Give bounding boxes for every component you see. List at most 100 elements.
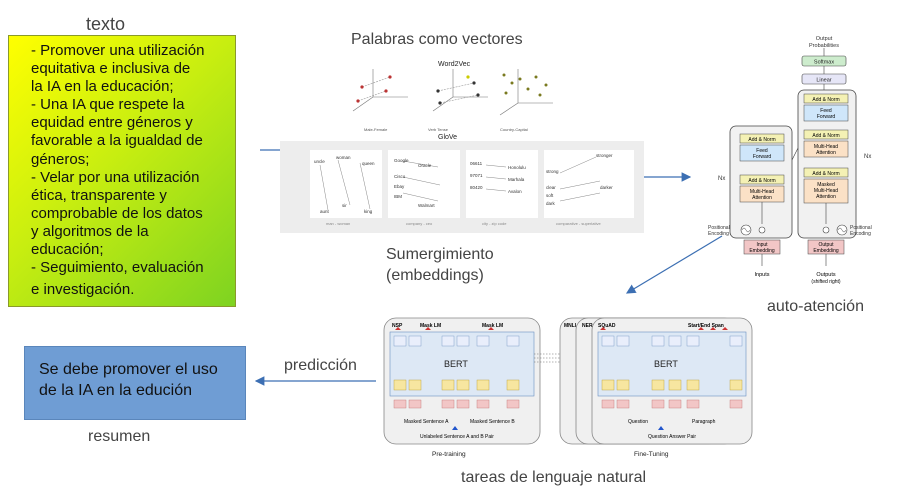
finetune-input-tokens bbox=[601, 379, 743, 391]
question-answer-pair-label: Question Answer Pair bbox=[648, 434, 696, 440]
input-line: equitativa e inclusiva de bbox=[31, 60, 191, 78]
word2vec-title: Word2Vec bbox=[438, 61, 471, 68]
multi-head-label: Multi-Head bbox=[814, 144, 838, 150]
summary-line: de la IA en la edución bbox=[39, 382, 193, 399]
glove-panel-company-ceo: Google Cisco Ebay IBM Oracle Walmart com… bbox=[388, 150, 460, 226]
output-add-icon bbox=[822, 226, 830, 234]
unlabeled-pair-label: Unlabeled Sentence A and B Pair bbox=[420, 434, 494, 440]
bert-figure: NSP Mask LM Mask LM BERT Masked Sentence… bbox=[383, 317, 753, 458]
glove-word: Avalon bbox=[508, 189, 522, 194]
finetune-word-tokens bbox=[601, 399, 743, 409]
finetune-tab: SQuAD bbox=[598, 323, 616, 329]
glove-word: Honolulu bbox=[508, 165, 526, 170]
glove-word: stronger bbox=[596, 153, 613, 158]
softmax-label: Softmax bbox=[814, 60, 834, 66]
paragraph-label: Paragraph bbox=[692, 419, 716, 425]
glove-word: king bbox=[364, 209, 373, 214]
input-line: y algoritmos de la bbox=[31, 222, 149, 240]
feed-forward-label: Forward bbox=[817, 114, 836, 120]
positional-encoding-label: Positional bbox=[708, 225, 730, 231]
masked-sentence-a: Masked Sentence A bbox=[404, 419, 449, 425]
glove-word: Oracle bbox=[418, 163, 432, 168]
glove-word: strong bbox=[546, 169, 559, 174]
word2vec-plot-verb-tense bbox=[432, 69, 488, 112]
glove-word: 06611 bbox=[470, 161, 483, 166]
decoder-masked-attention-block bbox=[803, 178, 849, 204]
encoder-feed-forward-block bbox=[739, 144, 785, 162]
glove-title: GloVe bbox=[438, 134, 457, 141]
glove-word: Ebay bbox=[394, 184, 405, 189]
summary-box: Se debe promover el uso de la IA en la e… bbox=[24, 346, 246, 420]
input-line: géneros; bbox=[31, 150, 90, 168]
embedding-label: Sumergimiento (embeddings) bbox=[386, 244, 494, 286]
input-line: comprobable de los datos bbox=[31, 204, 203, 222]
bert-model-name: BERT bbox=[444, 359, 468, 369]
word2vec-points-2 bbox=[436, 75, 480, 105]
finetune-bert-model-name: BERT bbox=[654, 359, 678, 369]
decoder-add-norm-block bbox=[803, 93, 849, 104]
embedding-label-line: Sumergimiento bbox=[386, 246, 494, 263]
input-add-icon bbox=[758, 226, 766, 234]
glove-panel-city-zip: 06611 Honolulu 97071 Marhala Avalon 8042… bbox=[466, 150, 538, 226]
glove-caption: company - ceo bbox=[406, 221, 433, 226]
tasks-label: tareas de lenguaje natural bbox=[461, 469, 647, 486]
masked-attention-label: Attention bbox=[816, 194, 836, 200]
positional-encoding-label: Encoding bbox=[708, 231, 729, 237]
mask-lm-label: Mask LM bbox=[420, 323, 441, 329]
multi-head-label: Attention bbox=[816, 150, 836, 156]
feed-forward-label: Feed bbox=[756, 148, 768, 154]
pretrain-input-arrow-icon bbox=[452, 426, 458, 430]
summary-line: Se debe promover el uso bbox=[39, 361, 218, 378]
attention-label: auto-atención bbox=[767, 298, 864, 315]
word2vec-plot-country-capital bbox=[499, 69, 553, 116]
glove-word: soft bbox=[546, 193, 554, 198]
glove-word: woman bbox=[336, 155, 351, 160]
glove-word: Google bbox=[394, 158, 409, 163]
outputs-label: Outputs bbox=[816, 272, 836, 278]
transformer-figure: Output Probabilities Softmax Linear Nx A… bbox=[708, 36, 872, 285]
decoder-nx-label: Nx bbox=[864, 154, 871, 160]
pretraining-caption: Pre-training bbox=[432, 451, 466, 458]
output-embedding-label: Output bbox=[818, 242, 834, 248]
positional-encoding-label: Encoding bbox=[850, 231, 871, 237]
decoder-feed-forward-block bbox=[803, 104, 849, 122]
positional-encoding-label: Positional bbox=[850, 225, 872, 231]
glove-word: Marhala bbox=[508, 177, 525, 182]
input-text-box: - Promover una utilización equitativa e … bbox=[8, 35, 236, 307]
output-embedding-label: Embedding bbox=[813, 248, 839, 254]
masked-attention-label: Masked bbox=[817, 182, 835, 188]
glove-word: clear bbox=[546, 185, 556, 190]
input-line: equidad entre géneros y bbox=[31, 114, 193, 132]
finetune-input-arrow-icon bbox=[658, 426, 664, 430]
output-probabilities-label: Probabilities bbox=[809, 43, 839, 49]
start-end-span-label: Start/End Span bbox=[688, 323, 724, 329]
decoder-add-norm-block bbox=[803, 167, 849, 178]
finetuning-caption: Fine-Tuning bbox=[634, 451, 669, 458]
add-norm-label: Add & Norm bbox=[748, 178, 775, 184]
linear-label: Linear bbox=[816, 78, 831, 84]
input-line: - Seguimiento, evaluación bbox=[31, 259, 204, 277]
embedding-label-line: (embeddings) bbox=[386, 267, 484, 284]
glove-panel-comparative: stronger strong clear soft dark darker c… bbox=[544, 150, 634, 226]
input-line: ética, transparente y bbox=[31, 186, 167, 204]
multi-head-label: Attention bbox=[752, 195, 772, 201]
nsp-label: NSP bbox=[392, 323, 403, 329]
inputs-label: Inputs bbox=[755, 272, 770, 278]
masked-attention-label: Multi-Head bbox=[814, 188, 838, 194]
vectors-title: Palabras como vectores bbox=[351, 31, 523, 48]
glove-panel-man-woman: uncle woman queen king sir aunt man - wo… bbox=[310, 150, 382, 226]
summary-title: resumen bbox=[88, 428, 151, 445]
glove-word: Walmart bbox=[418, 203, 435, 208]
pretrain-output-tokens bbox=[393, 335, 520, 347]
encoder-nx-label: Nx bbox=[718, 176, 725, 182]
glove-caption: comparative - superlative bbox=[556, 221, 601, 226]
question-label: Question bbox=[628, 419, 648, 425]
add-norm-label: Add & Norm bbox=[812, 133, 839, 139]
input-line: la IA en la educación; bbox=[31, 78, 174, 96]
input-line: educación; bbox=[31, 241, 104, 259]
glove-word: sir bbox=[342, 203, 347, 208]
masked-sentence-b: Masked Sentence B bbox=[470, 419, 515, 425]
input-embedding-label: Input bbox=[756, 242, 768, 248]
output-probabilities-label: Output bbox=[816, 36, 833, 42]
word2vec-caption: Male-Female bbox=[364, 127, 388, 132]
